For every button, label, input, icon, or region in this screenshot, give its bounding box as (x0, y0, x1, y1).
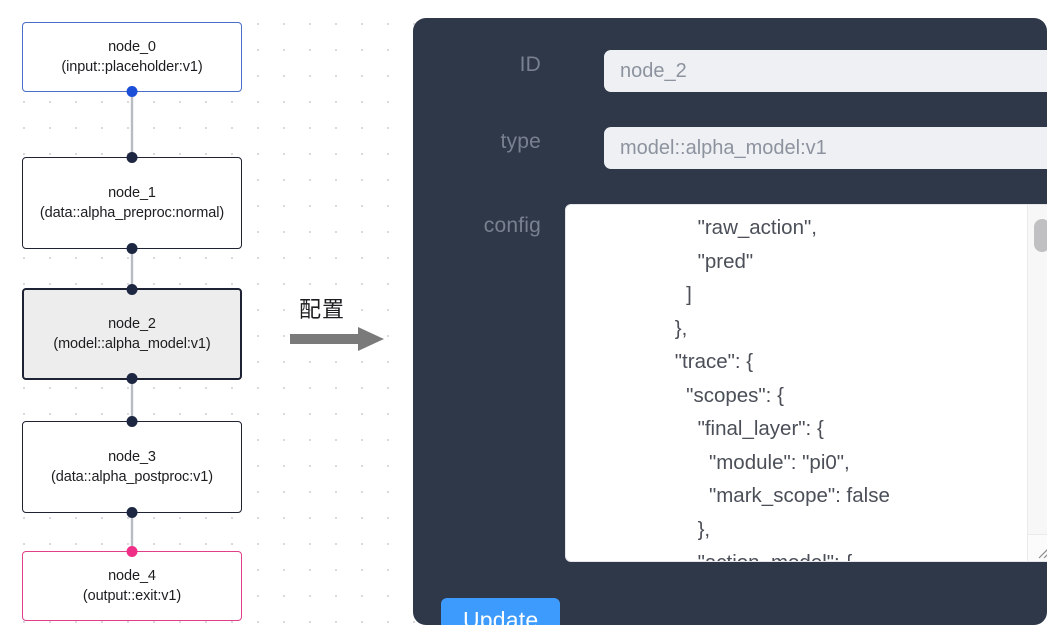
node-subtitle: (output::exit:v1) (82, 588, 182, 604)
node-title: node_4 (108, 568, 156, 584)
type-input[interactable] (604, 127, 1047, 169)
type-field-label: type (500, 130, 541, 153)
id-field-label: ID (519, 53, 541, 76)
node-handle-bottom[interactable] (126, 243, 138, 254)
graph-node-node_1[interactable]: node_1 (data::alpha_preproc:normal) (22, 152, 242, 254)
field-row-id: ID (477, 50, 1047, 92)
graph-node-node_0[interactable]: node_0 (input::placeholder:v1) (22, 22, 242, 97)
node-title: node_0 (108, 39, 156, 55)
node-title: node_1 (108, 185, 156, 201)
resize-handle-icon[interactable] (1027, 534, 1047, 561)
node-handle-bottom[interactable] (126, 507, 138, 518)
node-inspector-panel: ID type config "raw_action", "pred" ] },… (413, 18, 1047, 625)
config-textarea-wrapper: "raw_action", "pred" ] }, "trace": { "sc… (565, 204, 1047, 562)
config-textarea[interactable]: "raw_action", "pred" ] }, "trace": { "sc… (566, 205, 1028, 561)
node-handle-bottom[interactable] (126, 373, 138, 384)
node-subtitle: (model::alpha_model:v1) (53, 336, 211, 352)
graph-node-node_4[interactable]: node_4 (output::exit:v1) (22, 546, 242, 621)
graph-node-node_3[interactable]: node_3 (data::alpha_postproc:v1) (22, 416, 242, 518)
node-handle-bottom[interactable] (126, 86, 138, 97)
annotation-configure: 配置 (290, 296, 410, 357)
config-scrollbar[interactable] (1027, 205, 1047, 535)
arrow-right-icon (290, 326, 410, 357)
node-subtitle: (data::alpha_postproc:v1) (51, 469, 213, 485)
node-subtitle: (data::alpha_preproc:normal) (39, 205, 225, 221)
graph-node-node_2[interactable]: node_2 (model::alpha_model:v1) (22, 284, 242, 384)
node-handle-top[interactable] (126, 416, 138, 427)
node-title: node_2 (108, 316, 156, 332)
node-handle-top[interactable] (126, 152, 138, 163)
update-button[interactable]: Update (441, 598, 561, 625)
node-handle-top[interactable] (126, 546, 138, 557)
annotation-label: 配置 (299, 297, 346, 322)
config-scrollbar-thumb[interactable] (1034, 219, 1047, 252)
id-input[interactable] (604, 50, 1047, 92)
node-handle-top[interactable] (126, 284, 138, 295)
node-subtitle: (input::placeholder:v1) (61, 59, 203, 75)
field-row-config: config "raw_action", "pred" ] }, "trace"… (438, 204, 1047, 562)
field-row-type: type (438, 127, 1047, 169)
node-title: node_3 (108, 449, 156, 465)
config-field-label: config (483, 214, 541, 237)
